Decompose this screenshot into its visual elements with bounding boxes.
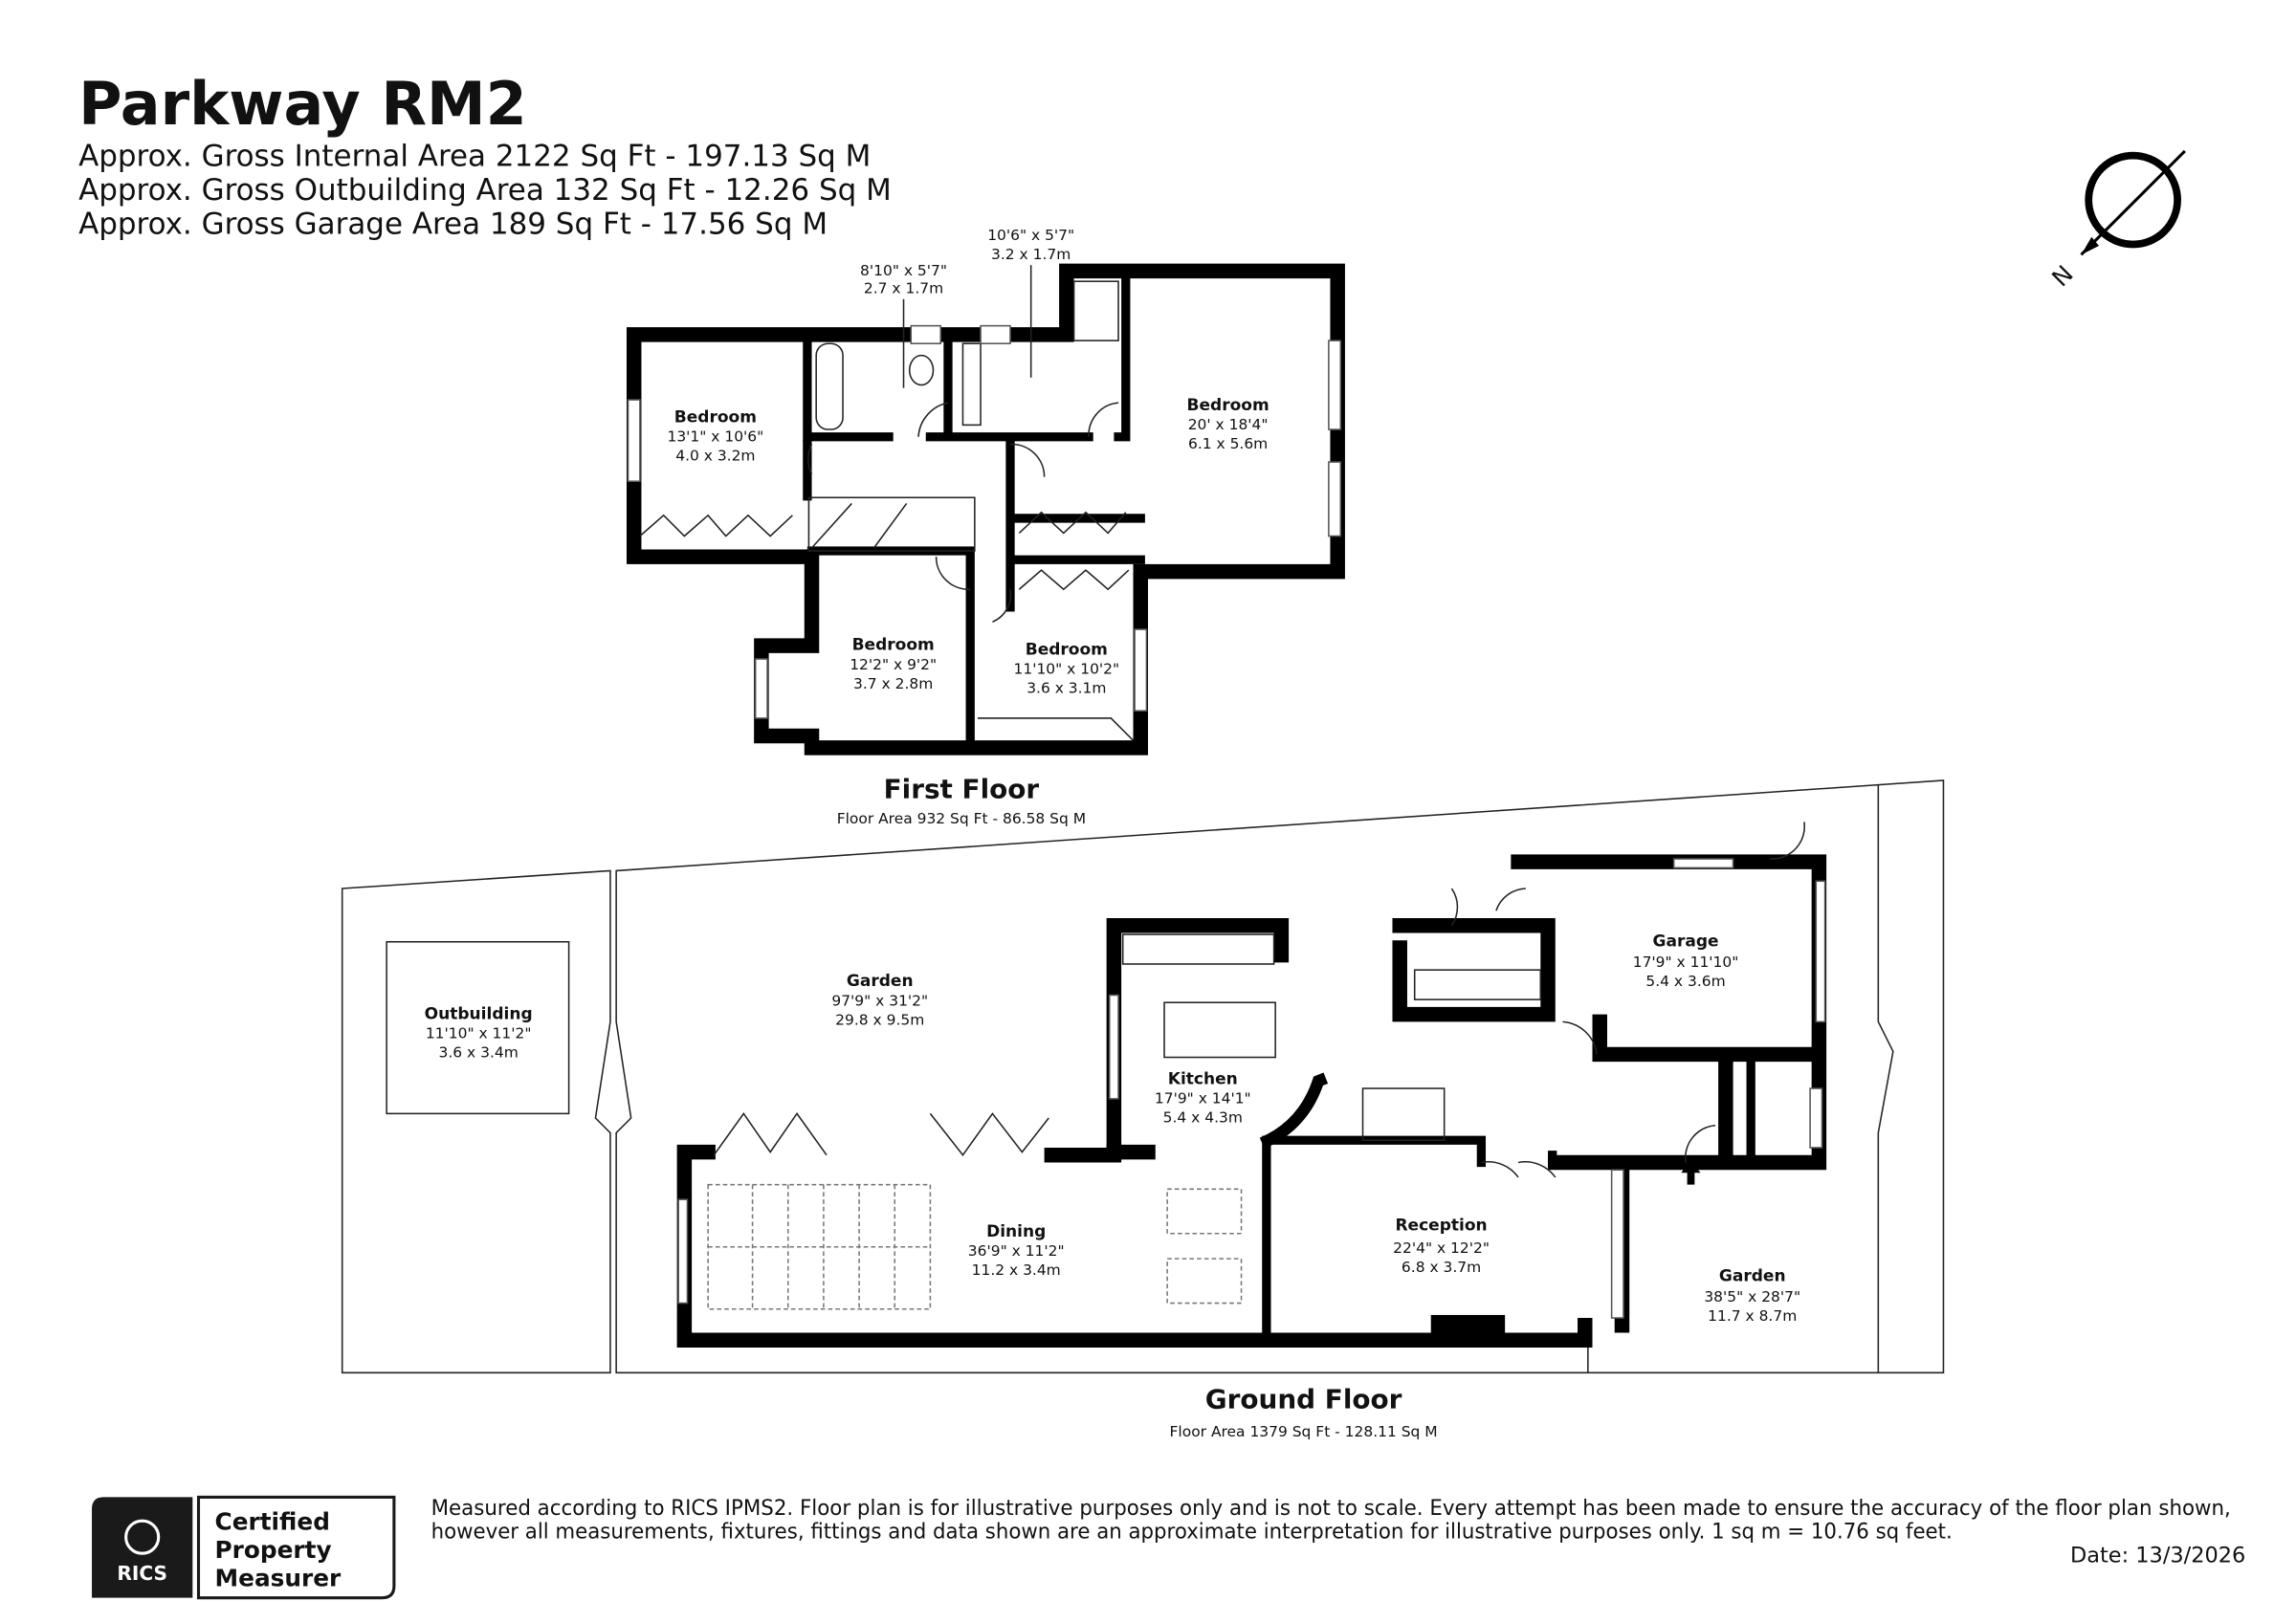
room-label-bedroom-3: Bedroom 12'2" x 9'2" 3.7 x 2.8m bbox=[850, 636, 937, 692]
svg-text:11.2 x 3.4m: 11.2 x 3.4m bbox=[972, 1261, 1061, 1279]
page-title: Parkway RM2 bbox=[78, 70, 527, 139]
svg-text:Garage: Garage bbox=[1653, 932, 1719, 951]
disclaimer-line-2: however all measurements, fixtures, fitt… bbox=[431, 1520, 1953, 1545]
svg-text:97'9" x 31'2": 97'9" x 31'2" bbox=[831, 992, 928, 1009]
room-label-outbuilding: Outbuilding 11'10" x 11'2" 3.6 x 3.4m bbox=[425, 1004, 533, 1061]
first-floor-title: First Floor bbox=[884, 774, 1040, 805]
svg-text:Measurer: Measurer bbox=[215, 1564, 342, 1591]
gross-outbuilding-area: Approx. Gross Outbuilding Area 132 Sq Ft… bbox=[78, 173, 892, 208]
svg-text:2.7 x 1.7m: 2.7 x 1.7m bbox=[864, 280, 943, 297]
svg-text:38'5" x 28'7": 38'5" x 28'7" bbox=[1704, 1288, 1800, 1305]
svg-text:Reception: Reception bbox=[1395, 1217, 1487, 1236]
svg-text:Property: Property bbox=[215, 1536, 332, 1564]
svg-text:20' x 18'4": 20' x 18'4" bbox=[1188, 416, 1269, 433]
svg-text:36'9" x 11'2": 36'9" x 11'2" bbox=[968, 1242, 1065, 1260]
svg-text:10'6" x 5'7": 10'6" x 5'7" bbox=[987, 227, 1074, 244]
room-label-garage: Garage 17'9" x 11'10" 5.4 x 3.6m bbox=[1633, 932, 1739, 990]
gross-internal-area: Approx. Gross Internal Area 2122 Sq Ft -… bbox=[78, 139, 871, 173]
svg-text:3.2 x 1.7m: 3.2 x 1.7m bbox=[991, 246, 1071, 263]
svg-text:3.7 x 2.8m: 3.7 x 2.8m bbox=[853, 675, 933, 692]
svg-text:11'10" x 11'2": 11'10" x 11'2" bbox=[426, 1024, 532, 1042]
svg-text:11.7 x 8.7m: 11.7 x 8.7m bbox=[1708, 1307, 1797, 1325]
svg-text:Outbuilding: Outbuilding bbox=[425, 1004, 533, 1023]
svg-text:11'10" x 10'2": 11'10" x 10'2" bbox=[1014, 661, 1120, 678]
room-label-bedroom-2: Bedroom 20' x 18'4" 6.1 x 5.6m bbox=[1187, 396, 1269, 452]
first-floor-plan bbox=[626, 263, 1345, 756]
ground-floor-title: Ground Floor bbox=[1205, 1383, 1402, 1415]
room-label-garden-front: Garden 38'5" x 28'7" 11.7 x 8.7m bbox=[1704, 1266, 1800, 1325]
room-label-reception: Reception 22'4" x 12'2" 6.8 x 3.7m bbox=[1393, 1217, 1490, 1276]
svg-text:12'2" x 9'2": 12'2" x 9'2" bbox=[850, 656, 937, 673]
svg-text:3.6 x 3.1m: 3.6 x 3.1m bbox=[1027, 680, 1106, 697]
entrance-arrow-icon bbox=[1681, 1159, 1701, 1185]
svg-text:Garden: Garden bbox=[847, 972, 914, 991]
room-label-bedroom-1: Bedroom 13'1" x 10'6" 4.0 x 3.2m bbox=[667, 407, 763, 464]
svg-text:6.8 x 3.7m: 6.8 x 3.7m bbox=[1402, 1259, 1481, 1276]
svg-text:Certified: Certified bbox=[215, 1507, 330, 1535]
rics-badge-logo: RICS Certified Property Measurer bbox=[92, 1495, 396, 1600]
svg-text:Kitchen: Kitchen bbox=[1168, 1069, 1238, 1088]
room-label-bathroom: 8'10" x 5'7" 2.7 x 1.7m bbox=[860, 262, 947, 388]
svg-text:Bedroom: Bedroom bbox=[852, 636, 935, 655]
svg-text:8'10" x 5'7": 8'10" x 5'7" bbox=[860, 262, 947, 279]
svg-text:5.4 x 3.6m: 5.4 x 3.6m bbox=[1645, 973, 1725, 990]
svg-text:4.0 x 3.2m: 4.0 x 3.2m bbox=[675, 448, 755, 465]
svg-text:RICS: RICS bbox=[117, 1562, 167, 1585]
svg-text:6.1 x 5.6m: 6.1 x 5.6m bbox=[1188, 435, 1268, 452]
svg-text:Bedroom: Bedroom bbox=[1026, 640, 1108, 659]
gross-garage-area: Approx. Gross Garage Area 189 Sq Ft - 17… bbox=[78, 208, 828, 242]
room-label-bedroom-4: Bedroom 11'10" x 10'2" 3.6 x 3.1m bbox=[1014, 640, 1120, 696]
svg-text:17'9" x 14'1": 17'9" x 14'1" bbox=[1155, 1090, 1251, 1108]
svg-text:22'4" x 12'2": 22'4" x 12'2" bbox=[1393, 1239, 1490, 1257]
svg-text:17'9" x 11'10": 17'9" x 11'10" bbox=[1633, 954, 1739, 971]
svg-text:Bedroom: Bedroom bbox=[674, 407, 757, 427]
room-label-dining: Dining 36'9" x 11'2" 11.2 x 3.4m bbox=[968, 1222, 1065, 1279]
first-floor-area: Floor Area 932 Sq Ft - 86.58 Sq M bbox=[837, 810, 1086, 827]
north-arrow-icon: N bbox=[2046, 149, 2186, 293]
svg-text:13'1" x 10'6": 13'1" x 10'6" bbox=[667, 428, 763, 445]
compass-north-label: N bbox=[2046, 260, 2079, 293]
svg-text:5.4 x 4.3m: 5.4 x 4.3m bbox=[1163, 1109, 1243, 1127]
ground-floor-area: Floor Area 1379 Sq Ft - 128.11 Sq M bbox=[1170, 1423, 1438, 1440]
svg-text:Dining: Dining bbox=[986, 1222, 1046, 1241]
room-label-kitchen: Kitchen 17'9" x 14'1" 5.4 x 4.3m bbox=[1155, 1069, 1251, 1126]
disclaimer-line-1: Measured according to RICS IPMS2. Floor … bbox=[431, 1496, 2231, 1521]
svg-text:Garden: Garden bbox=[1719, 1266, 1786, 1285]
plan-date: Date: 13/3/2026 bbox=[2070, 1544, 2245, 1568]
svg-text:Bedroom: Bedroom bbox=[1187, 396, 1269, 415]
room-label-garden-rear: Garden 97'9" x 31'2" 29.8 x 9.5m bbox=[831, 972, 928, 1028]
svg-text:3.6 x 3.4m: 3.6 x 3.4m bbox=[439, 1044, 519, 1062]
ground-floor-plan bbox=[341, 779, 1945, 1374]
svg-text:29.8 x 9.5m: 29.8 x 9.5m bbox=[835, 1011, 924, 1028]
room-label-shower-room: 10'6" x 5'7" 3.2 x 1.7m bbox=[987, 227, 1074, 378]
